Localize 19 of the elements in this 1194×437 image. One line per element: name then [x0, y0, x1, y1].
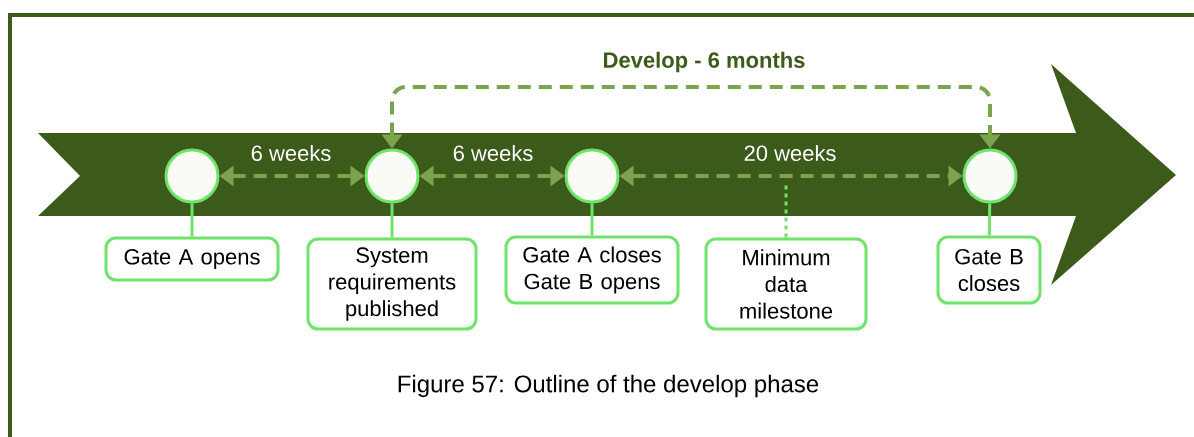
connector-line — [390, 203, 394, 238]
milestone-circle — [364, 148, 420, 204]
caption: Figure 57: Outline of the develop phase — [398, 374, 819, 398]
milestone-circle — [962, 148, 1018, 204]
connector-line — [590, 203, 594, 236]
edge-label: 6 weeks — [251, 144, 331, 162]
milestone-box: Minimum data milestone — [704, 237, 868, 331]
edge-label: 20 weeks — [744, 144, 836, 162]
milestone-box: Gate A opens — [104, 236, 280, 282]
milestone-box: Gate A closes Gate B opens — [504, 235, 680, 305]
connector-line — [190, 203, 194, 237]
leader-line — [784, 185, 788, 238]
connector-line — [987, 203, 992, 236]
edge-label: Develop - 6 months — [604, 51, 805, 73]
milestone-box: System requirements published — [306, 237, 478, 331]
milestone-circle — [164, 148, 220, 204]
edge-label: 6 weeks — [453, 144, 533, 162]
milestone-circle — [564, 148, 620, 204]
milestone-box: Gate B closes — [936, 235, 1042, 305]
